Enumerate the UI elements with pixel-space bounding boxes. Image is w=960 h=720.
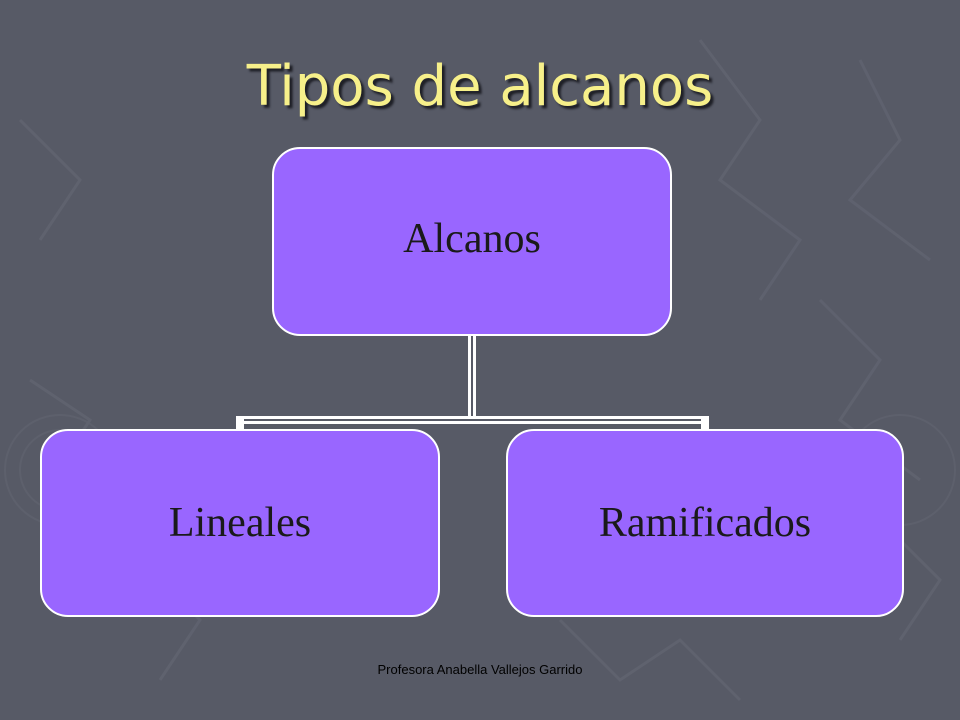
node-alcanos-label: Alcanos <box>403 215 541 262</box>
node-alcanos: Alcanos <box>272 147 672 336</box>
slide-title: Tipos de alcanos <box>246 54 714 119</box>
node-lineales: Lineales <box>40 429 440 617</box>
node-ramificados-label: Ramificados <box>598 500 812 546</box>
slide-footer: Profesora Anabella Vallejos Garrido <box>377 662 583 677</box>
node-ramificados: Ramificados <box>506 429 904 617</box>
node-lineales-label: Lineales <box>168 500 312 546</box>
